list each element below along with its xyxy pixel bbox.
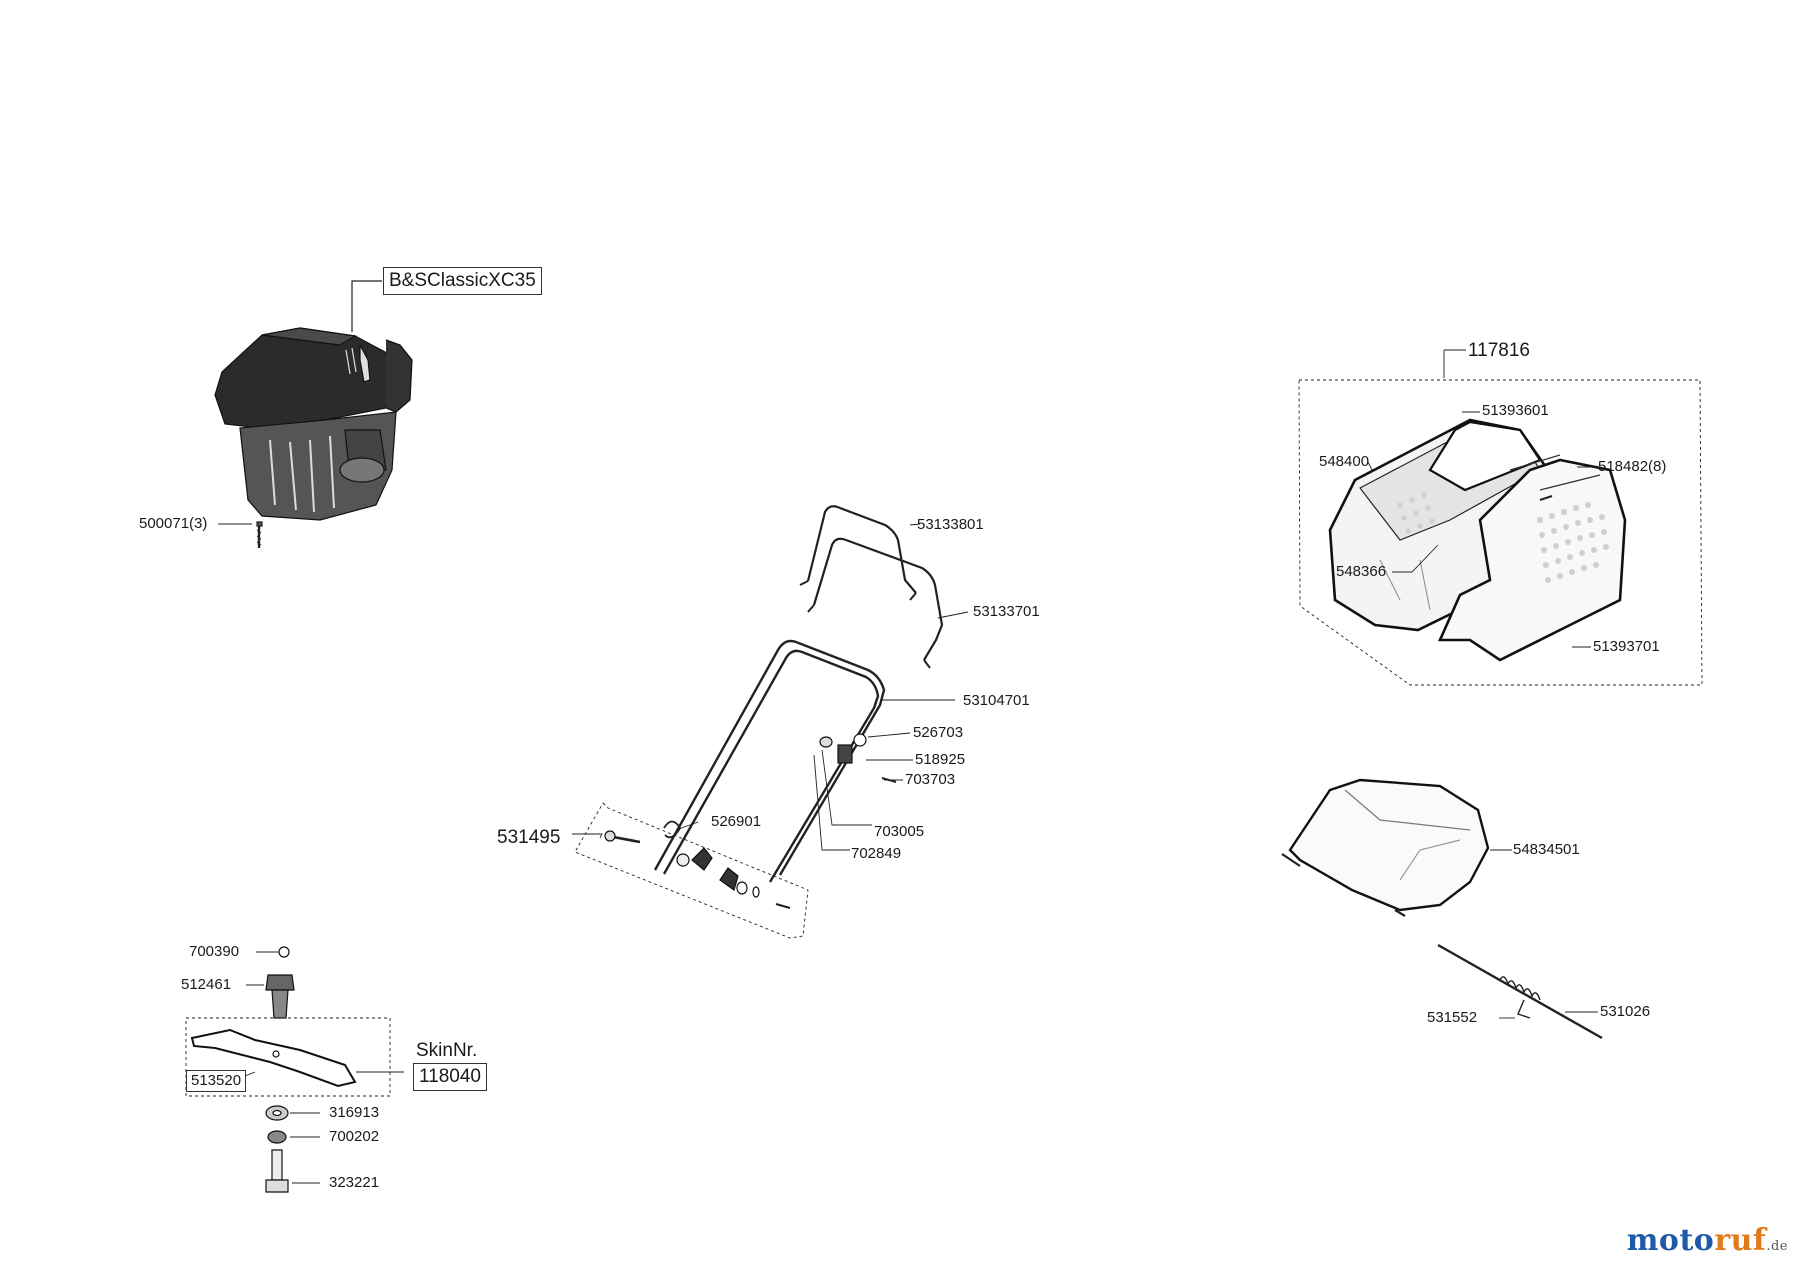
engine-screw-label: 500071(3) <box>139 515 208 532</box>
handle-part-703005-label: 703005 <box>874 823 925 840</box>
grassbox-screw-label: 518482(8) <box>1598 458 1667 475</box>
flap-rod-label: 531026 <box>1600 1003 1651 1020</box>
blade-label: 513520 <box>186 1070 247 1092</box>
handle-kit-label: 531495 <box>497 827 561 848</box>
motoruf-logo: motoruf.de <box>1627 1223 1788 1258</box>
flap-spring-label: 531552 <box>1427 1009 1478 1026</box>
handle-part-526901-label: 526901 <box>711 813 762 830</box>
handle-part-518925-label: 518925 <box>915 751 966 768</box>
engine-label: B&SClassicXC35 <box>383 267 542 295</box>
skin-nr-title: SkinNr. <box>416 1040 478 1061</box>
handle-part-702849-label: 702849 <box>851 845 902 862</box>
grassbox-clip-label: 548366 <box>1336 563 1387 580</box>
logo-text-1: moto <box>1626 1223 1715 1258</box>
handle-drawing <box>572 505 969 939</box>
handle-lower-label: 53133801 <box>917 516 984 533</box>
grassbox-top-label: 51393601 <box>1482 402 1549 419</box>
spring-washer-label: 700202 <box>329 1128 380 1145</box>
handle-upper-label: 53133701 <box>973 603 1040 620</box>
washer-label: 316913 <box>329 1104 380 1121</box>
engine-drawing <box>214 280 413 548</box>
blade-bolt-label: 323221 <box>329 1174 380 1191</box>
grassbox-drawing <box>1298 349 1703 686</box>
blade-part-700390-label: 700390 <box>189 943 240 960</box>
rear-flap-label: 54834501 <box>1513 841 1580 858</box>
handle-main-label: 53104701 <box>963 692 1030 709</box>
handle-part-526703-label: 526703 <box>913 724 964 741</box>
blade-drawing <box>185 946 404 1193</box>
skin-nr-label: 118040 <box>413 1063 487 1091</box>
grassbox-bottom-label: 51393701 <box>1593 638 1660 655</box>
blade-adapter-label: 512461 <box>181 976 232 993</box>
logo-suffix: .de <box>1766 1239 1788 1254</box>
grassbox-assembly-label: 117816 <box>1468 340 1530 361</box>
grassbox-frame-label: 548400 <box>1319 453 1370 470</box>
rear-flap-drawing <box>1281 778 1603 1040</box>
handle-part-703703-label: 703703 <box>905 771 956 788</box>
logo-text-2: ruf <box>1714 1223 1767 1258</box>
